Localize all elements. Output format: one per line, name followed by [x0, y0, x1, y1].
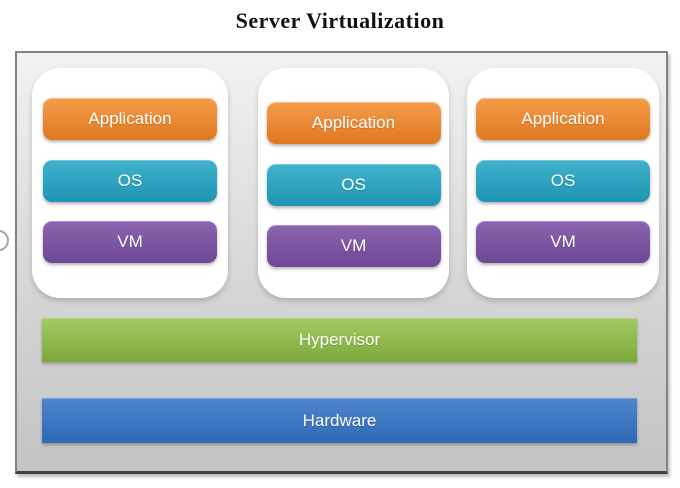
vm-stack-2: Application OS VM [258, 68, 449, 298]
application-block: Application [476, 98, 650, 140]
hypervisor-bar: Hypervisor [42, 318, 637, 362]
vm-block: VM [266, 225, 441, 267]
vm-block: VM [476, 221, 650, 263]
os-block: OS [476, 160, 650, 202]
vm-block: VM [43, 221, 217, 263]
vm-stack-1: Application OS VM [32, 68, 228, 298]
application-block: Application [266, 102, 441, 144]
os-block: OS [266, 164, 441, 206]
vm-stack-3: Application OS VM [467, 68, 659, 298]
os-block: OS [43, 160, 217, 202]
server-virtualization-box: Application OS VM Application OS VM Appl… [15, 51, 668, 474]
hardware-bar: Hardware [42, 398, 637, 443]
cropped-arc-fragment [0, 230, 9, 251]
diagram-title: Server Virtualization [235, 8, 445, 33]
application-block: Application [43, 98, 217, 140]
